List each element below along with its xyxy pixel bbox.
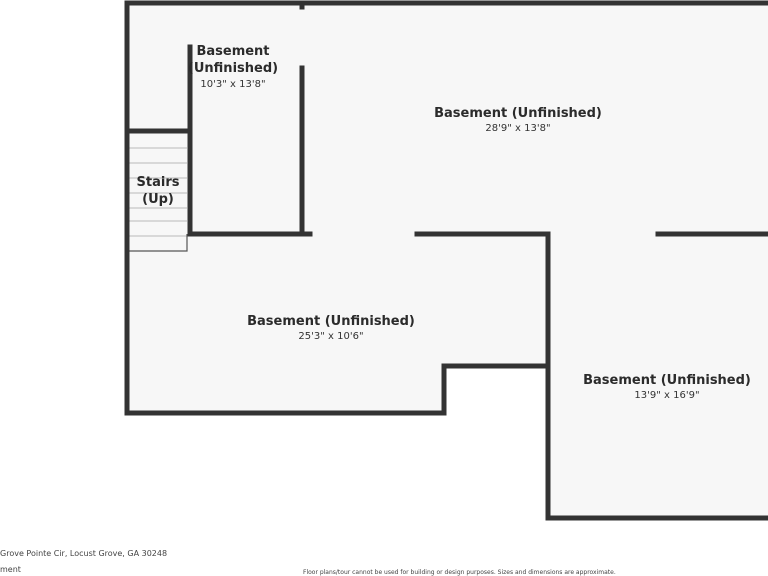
stairs-graphic: [129, 147, 188, 252]
room-dimensions-basement-b: 28'9" x 13'8": [485, 123, 551, 134]
room-dimensions-basement-d: 13'9" x 16'9": [634, 390, 700, 401]
footer-address: Grove Pointe Cir, Locust Grove, GA 30248: [0, 549, 168, 558]
stairs-label-line1: Stairs: [136, 175, 180, 190]
floor-area-main: [127, 3, 768, 413]
room-name-basement-a-line1: Basement: [196, 44, 270, 59]
walls: [124, 0, 768, 521]
room-name-basement-a-line2: (Unfinished): [187, 61, 279, 76]
floor-area-right: [550, 234, 768, 518]
room-name-basement-d: Basement (Unfinished): [583, 373, 751, 388]
stairs-label-line2: (Up): [142, 192, 174, 207]
room-name-basement-b: Basement (Unfinished): [434, 106, 602, 121]
room-dimensions-basement-a: 10'3" x 13'8": [200, 79, 266, 90]
room-dimensions-basement-c: 25'3" x 10'6": [298, 331, 364, 342]
footer-level-name: ment: [0, 565, 21, 574]
room-name-basement-c: Basement (Unfinished): [247, 314, 415, 329]
footer-disclaimer: Floor plans/tour cannot be used for buil…: [303, 569, 616, 576]
